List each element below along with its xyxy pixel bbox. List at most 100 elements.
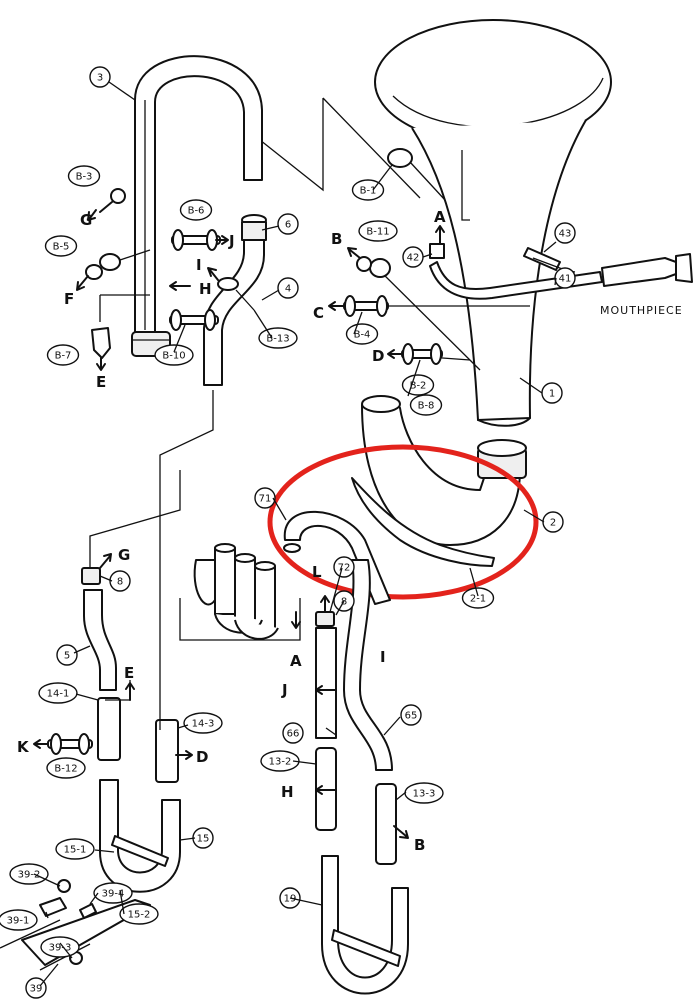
tube-part-14-3 [155, 719, 179, 783]
callout-bubble [46, 757, 86, 779]
callout-bubble [40, 936, 80, 958]
callout-label: B-8 [418, 401, 435, 412]
callout-15: 15 [192, 827, 214, 849]
callout-bubble [89, 66, 111, 88]
callout-bubble [119, 903, 159, 925]
leader-lines [33, 81, 557, 987]
bow-part-19 [321, 855, 409, 995]
callout-label: 65 [405, 711, 418, 722]
callout-39-2: 39-2 [9, 863, 49, 885]
callout-66: 66 [282, 722, 304, 744]
callout-label: 42 [407, 253, 420, 264]
callout-42: 42 [402, 246, 424, 268]
callout-14-3: 14-3 [183, 712, 223, 734]
callout-label: 8 [117, 577, 123, 588]
knob-b-10 [169, 309, 219, 331]
guide-line-b11 [372, 263, 481, 371]
callout-B-10: B-10 [154, 344, 194, 366]
connection-letter-E2: E [124, 664, 134, 682]
callout-label: 1 [549, 389, 555, 400]
valve-cluster [179, 543, 301, 641]
callout-bubble [400, 704, 422, 726]
callout-bubble [38, 682, 78, 704]
callout-39: 39 [25, 977, 47, 999]
callout-43: 43 [554, 222, 576, 244]
callout-label: B-13 [266, 334, 289, 345]
callout-bubble [554, 222, 576, 244]
callout-label: B-7 [55, 351, 72, 362]
callout-41: 41 [554, 267, 576, 289]
callout-label: B-6 [188, 206, 205, 217]
callout-label: B-1 [360, 186, 377, 197]
callout-label: 41 [559, 274, 572, 285]
callout-14-1: 14-1 [38, 682, 78, 704]
connection-letter-L1: L [312, 563, 322, 581]
callout-label: 66 [287, 729, 300, 740]
tube-part-5 [83, 589, 117, 691]
callout-bubble [409, 394, 443, 416]
knob-b-6 [171, 229, 221, 251]
callout-bubble [44, 235, 78, 257]
callout-2: 2 [542, 511, 564, 533]
callout-label: 5 [64, 651, 70, 662]
callout-39-4: 39-4 [93, 882, 133, 904]
callout-label: B-4 [354, 330, 371, 341]
callout-bubble [254, 487, 276, 509]
callout-bubble [46, 344, 80, 366]
callout-label: 2-1 [470, 594, 486, 605]
knob-b-12 [47, 733, 93, 755]
connection-letter-E1: E [96, 373, 106, 391]
callout-5: 5 [56, 644, 78, 666]
callout-label: B-11 [366, 227, 389, 238]
callout-label: B-5 [53, 242, 70, 253]
callout-8a: 8 [109, 570, 131, 592]
callout-label: 13-3 [413, 789, 436, 800]
callout-label: B-10 [162, 351, 185, 362]
tube-part-4 [203, 214, 267, 386]
callout-label: 6 [285, 220, 291, 231]
callout-bubble [461, 587, 495, 609]
connection-letter-B1: B [331, 230, 342, 248]
connection-letter-J1: J [228, 232, 235, 250]
callout-label: 13-2 [269, 757, 292, 768]
callout-39-3: 39-3 [40, 936, 80, 958]
bell-part-1 [374, 19, 612, 427]
callout-bubble [67, 165, 101, 187]
callout-label: 3 [97, 73, 103, 84]
connection-letter-I1: I [196, 256, 202, 274]
callout-label: 15 [197, 834, 210, 845]
connection-letter-A1: A [434, 208, 446, 226]
callout-bubble [109, 570, 131, 592]
callout-B-6: B-6 [179, 199, 213, 221]
callout-bubble [56, 644, 78, 666]
callout-label: 4 [285, 284, 291, 295]
callout-bubble [93, 882, 133, 904]
callout-label: 39-3 [49, 943, 72, 954]
callout-label: 39 [30, 984, 43, 995]
callout-39-1: 39-1 [0, 909, 38, 931]
knob-b-5 [85, 249, 151, 280]
connection-letter-B2: B [414, 836, 425, 854]
callout-bubble [25, 977, 47, 999]
callout-1: 1 [541, 382, 563, 404]
callout-label: 39-4 [102, 889, 125, 900]
callout-B-12: B-12 [46, 757, 86, 779]
callout-15-2: 15-2 [119, 903, 159, 925]
callout-4: 4 [277, 277, 299, 299]
callout-bubble [55, 838, 95, 860]
callout-label: B-3 [76, 172, 93, 183]
tube-part-13-3 [375, 783, 397, 865]
guide-line-left-1 [159, 390, 214, 730]
callout-72: 72 [333, 556, 355, 578]
callout-B-5: B-5 [44, 235, 78, 257]
callout-label: 15-2 [128, 910, 151, 921]
connection-letter-C1: C [313, 304, 324, 322]
callout-label: 71 [259, 494, 272, 505]
callout-B-3: B-3 [67, 165, 101, 187]
knob-b-4 [343, 295, 389, 317]
connection-letter-A2: A [290, 652, 302, 670]
callout-label: 15-1 [64, 845, 87, 856]
connection-letter-J2: J [281, 681, 288, 699]
callout-bubble [282, 722, 304, 744]
connection-letter-D2: D [196, 748, 208, 766]
